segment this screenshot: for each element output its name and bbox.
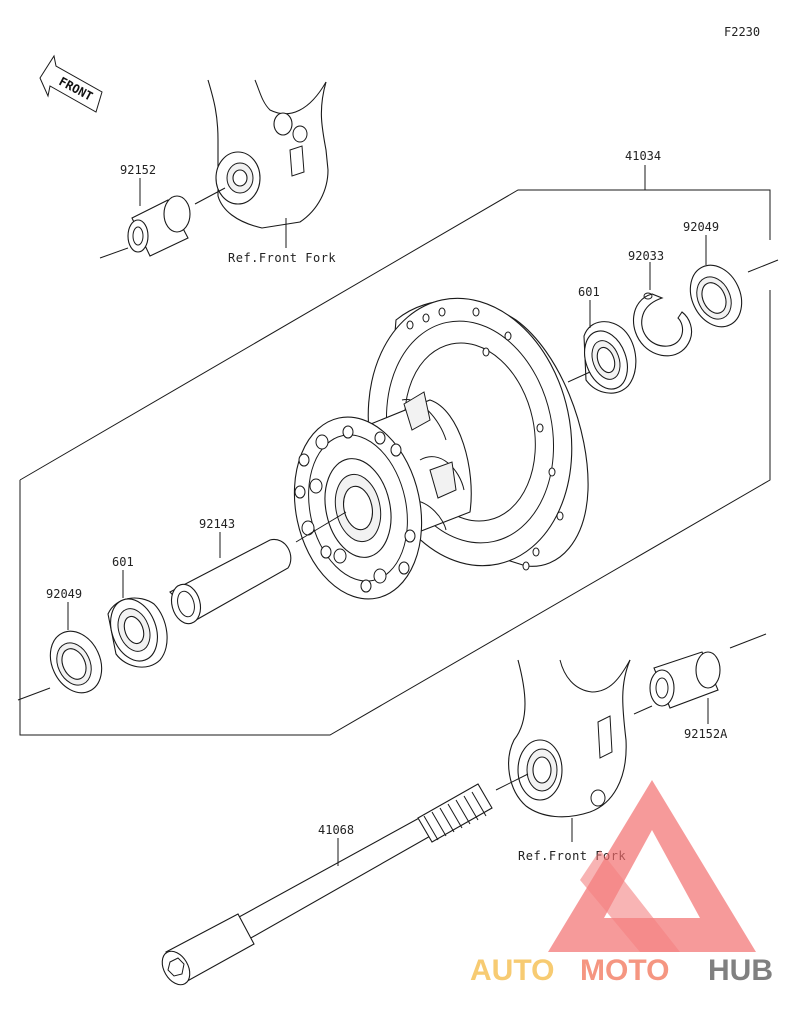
label-92152A: 92152A [684, 727, 728, 741]
watermark-triangle-icon [548, 780, 756, 952]
watermark-auto: AUTO [470, 954, 554, 987]
front-label: FRONT [57, 74, 95, 103]
wheel-hub [293, 297, 589, 600]
label-601-right: 601 [578, 285, 600, 299]
label-41034: 41034 [625, 149, 661, 163]
bearing-601-left [107, 570, 168, 668]
label-92049-right: 92049 [683, 220, 719, 234]
axle-41068 [161, 783, 493, 986]
watermark-moto: MOTO [580, 954, 669, 987]
front-fork-bottom [495, 659, 631, 842]
diagram-code: F2230 [724, 25, 760, 39]
label-601-left: 601 [112, 555, 134, 569]
oil-seal-92049-right [689, 235, 779, 328]
oil-seal-92049-left [17, 602, 103, 701]
automotohub-watermark: AUTO MOTO HUB [470, 780, 773, 987]
ref-front-fork-top: Ref.Front Fork [228, 251, 336, 265]
collar-92152 [99, 178, 226, 259]
front-fork-top [207, 79, 329, 248]
label-41068: 41068 [318, 823, 354, 837]
hub-assembly-frame [19, 165, 771, 736]
distance-collar-92143 [169, 511, 347, 625]
collar-92152A [633, 633, 767, 724]
label-92049-left: 92049 [46, 587, 82, 601]
bearing-601-right [567, 300, 637, 394]
label-92143: 92143 [199, 517, 235, 531]
circlip-92033 [632, 262, 693, 357]
label-92152: 92152 [120, 163, 156, 177]
label-92033: 92033 [628, 249, 664, 263]
front-arrow-icon: FRONT [39, 54, 103, 113]
watermark-hub: HUB [708, 954, 773, 987]
